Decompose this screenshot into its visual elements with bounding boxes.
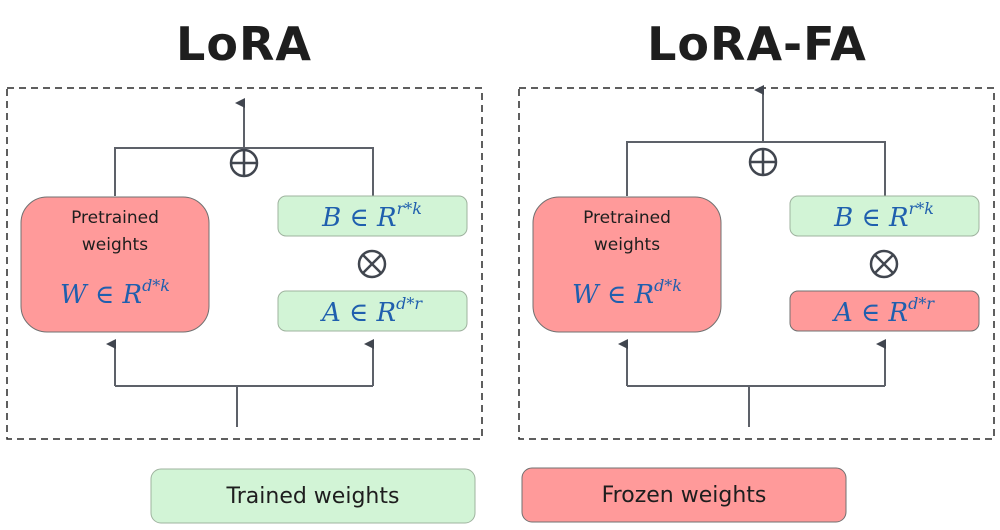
b-formula-base: B ∈ R xyxy=(833,203,908,233)
legend-label-frozen: Frozen weights xyxy=(602,483,767,508)
w-formula-sup: d*k xyxy=(654,276,682,295)
b-formula: B ∈ Rr*k xyxy=(833,199,934,233)
w-formula-base: W ∈ R xyxy=(572,280,654,310)
b-formula-sup: r*k xyxy=(909,199,934,218)
frozen-block xyxy=(532,196,722,333)
legend: Trained weights Frozen weights xyxy=(150,467,847,524)
pretrained-label: Pretrained xyxy=(583,208,671,228)
legend-item-frozen: Frozen weights xyxy=(521,467,847,523)
frozen-block xyxy=(789,290,980,332)
weights-label: weights xyxy=(594,235,660,255)
a-formula-sup: d*r xyxy=(908,294,935,313)
a-formula-sup: d*r xyxy=(396,294,423,313)
a-formula-base: A ∈ R xyxy=(832,298,908,328)
legend-swatch-trained xyxy=(150,468,476,524)
pretrained-weights-block: Pretrained weights W ∈ Rd*k xyxy=(20,196,210,333)
b-matrix-block: B ∈ Rr*k xyxy=(789,195,980,237)
trained-block xyxy=(277,290,468,332)
a-formula-base: A ∈ R xyxy=(320,298,396,328)
legend-label-trained: Trained weights xyxy=(226,484,400,509)
weights-label: weights xyxy=(82,235,148,255)
pretrained-label: Pretrained xyxy=(71,208,159,228)
plus-circle-icon xyxy=(229,148,259,178)
b-formula-base: B ∈ R xyxy=(321,203,396,233)
panel-title: LoRA-FA xyxy=(647,17,867,71)
legend-swatch-frozen xyxy=(521,467,847,523)
a-matrix-block: A ∈ Rd*r xyxy=(277,290,468,332)
trained-block xyxy=(789,195,980,237)
pretrained-weights-block: Pretrained weights W ∈ Rd*k xyxy=(532,196,722,333)
panel-lora-fa: LoRA-FA Pretrained weights W ∈ Rd*k B ∈ … xyxy=(518,17,995,440)
panel-border xyxy=(6,87,483,440)
times-circle-icon xyxy=(357,249,387,279)
legend-item-trained: Trained weights xyxy=(150,468,476,524)
panel-lora: LoRA Pretrained weights W ∈ Rd*k B ∈ Rr*… xyxy=(6,17,483,440)
a-matrix-block: A ∈ Rd*r xyxy=(789,290,980,332)
trained-block xyxy=(277,195,468,237)
frozen-block xyxy=(20,196,210,333)
merge-connector xyxy=(626,141,886,196)
b-formula-sup: r*k xyxy=(397,199,422,218)
panel-border xyxy=(518,87,995,440)
b-matrix-block: B ∈ Rr*k xyxy=(277,195,468,237)
plus-circle-icon xyxy=(748,147,778,177)
w-formula-base: W ∈ R xyxy=(60,280,142,310)
w-formula: W ∈ Rd*k xyxy=(572,276,682,310)
w-formula-sup: d*k xyxy=(142,276,170,295)
w-formula: W ∈ Rd*k xyxy=(60,276,170,310)
a-formula: A ∈ Rd*r xyxy=(320,294,423,328)
b-formula: B ∈ Rr*k xyxy=(321,199,422,233)
a-formula: A ∈ Rd*r xyxy=(832,294,935,328)
times-circle-icon xyxy=(869,249,899,279)
panel-title: LoRA xyxy=(176,17,312,71)
